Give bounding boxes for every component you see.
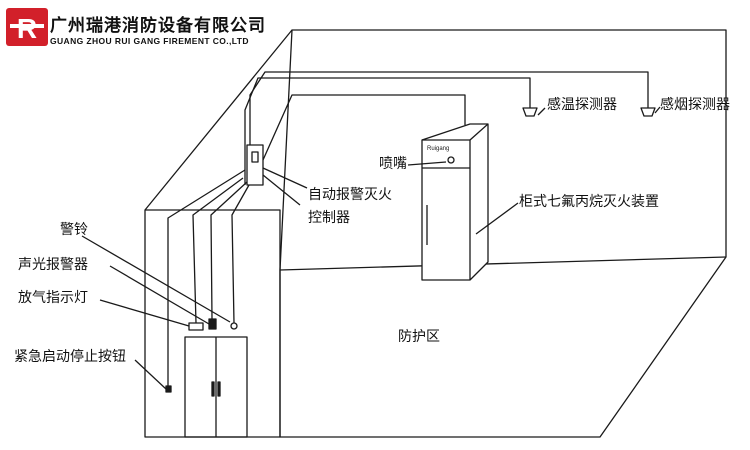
discharge-light-device bbox=[188, 322, 204, 331]
protected-zone-label: 防护区 bbox=[398, 329, 440, 345]
nozzle-device bbox=[447, 156, 455, 164]
smoke-detector-label: 感烟探测器 bbox=[660, 97, 730, 113]
strobe-alarm-label: 声光报警器 bbox=[18, 257, 88, 273]
cabinet-system-label: 柜式七氟丙烷灭火装置 bbox=[519, 194, 659, 210]
floor-edge bbox=[279, 256, 727, 271]
emergency-button-label: 紧急启动停止按钮 bbox=[14, 349, 126, 365]
controller-box bbox=[246, 144, 264, 186]
bell-device bbox=[230, 322, 238, 330]
smoke-detector-device bbox=[640, 107, 656, 117]
nozzle-label: 喷嘴 bbox=[379, 156, 407, 172]
controller-label-line1: 自动报警灭火 bbox=[308, 187, 392, 203]
svg-text:R: R bbox=[17, 13, 37, 44]
bell-label: 警铃 bbox=[60, 222, 88, 238]
heat-detector-device bbox=[522, 107, 538, 117]
company-name-en: GUANG ZHOU RUI GANG FIREMENT CO.,LTD bbox=[50, 36, 249, 46]
cabinet-brand-label: Ruigang bbox=[427, 146, 450, 152]
company-name-cn: 广州瑞港消防设备有限公司 bbox=[50, 16, 266, 36]
strobe-alarm-device bbox=[208, 318, 217, 330]
heat-detector-label: 感温探测器 bbox=[547, 97, 617, 113]
discharge-light-label: 放气指示灯 bbox=[18, 290, 88, 306]
controller-label-line2: 控制器 bbox=[308, 210, 350, 226]
company-logo-icon: R bbox=[6, 8, 48, 46]
ceiling-edge bbox=[144, 29, 293, 211]
emergency-button-device bbox=[165, 385, 172, 393]
back-wall bbox=[279, 29, 727, 438]
